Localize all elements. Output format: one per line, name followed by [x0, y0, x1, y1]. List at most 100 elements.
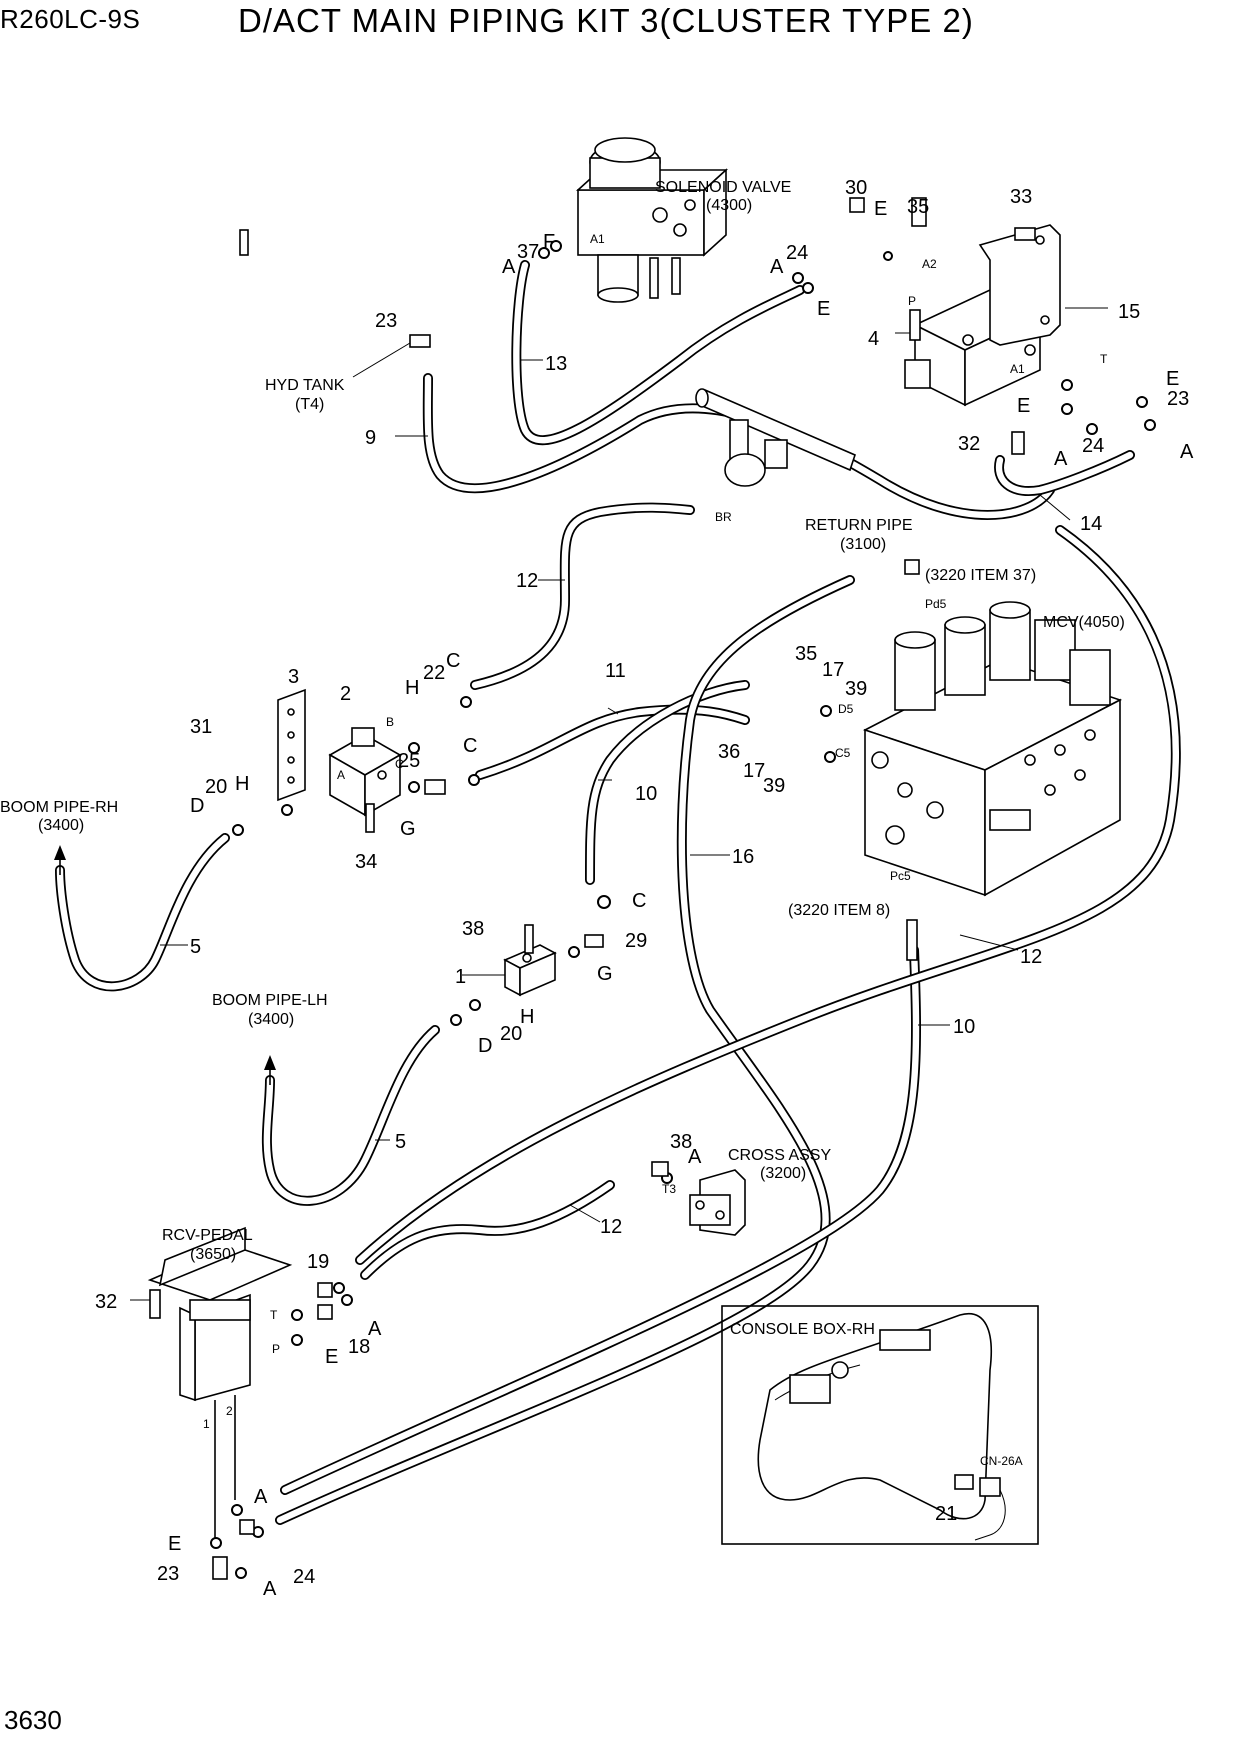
- fittings: [149, 197, 1156, 1580]
- callout-25: 25: [398, 750, 420, 772]
- callout-35-bottom: 36: [718, 741, 740, 763]
- letter-c-3: C: [632, 890, 646, 912]
- label-boom-pipe-rh: BOOM PIPE-RH: [0, 799, 118, 816]
- hose-12: [275, 575, 855, 1525]
- cross-assy: [689, 1169, 746, 1236]
- hose-13: [355, 525, 1181, 1265]
- callout-18: 18: [348, 1336, 370, 1358]
- letter-a-7: A: [254, 1486, 268, 1508]
- label-boom-pipe-rh-ref: (3400): [38, 817, 84, 834]
- label-return-pipe: RETURN PIPE: [805, 517, 913, 534]
- label-cn-26a: CN-26A: [980, 1454, 1023, 1468]
- callout-2: 2: [340, 683, 351, 705]
- callout-17-top: 17: [822, 659, 844, 681]
- port-1: 1: [203, 1417, 210, 1431]
- label-mcv: MCV(4050): [1043, 614, 1125, 631]
- letter-e-4: E: [1017, 395, 1030, 417]
- port-t3: T3: [662, 1182, 676, 1196]
- label-solenoid-valve: SOLENOID VALVE: [655, 179, 791, 196]
- callout-4: 4: [868, 328, 879, 350]
- label-boom-pipe-lh-ref: (3400): [248, 1011, 294, 1028]
- label-3220-item-37: (3220 ITEM 37): [925, 567, 1036, 584]
- page-number: 3630: [4, 1705, 62, 1735]
- label-cross-assy: CROSS ASSY: [728, 1147, 831, 1164]
- callout-32: 33: [1010, 186, 1032, 208]
- callout-13: 12: [1020, 946, 1042, 968]
- letter-e-5: E: [325, 1346, 338, 1368]
- letter-a-6: A: [368, 1318, 382, 1340]
- callout-31: 32: [95, 1291, 117, 1313]
- letter-d-1: D: [190, 795, 204, 817]
- callout-5-upper: 5: [190, 936, 201, 958]
- hoses: [55, 260, 1181, 1525]
- hose-9: [360, 1180, 615, 1280]
- letter-f: F: [543, 231, 555, 253]
- callout-36: 38: [462, 918, 484, 940]
- port-a1-block: A1: [1010, 362, 1025, 376]
- callout-24-right: 24: [1082, 435, 1104, 457]
- callout-27: 29: [625, 930, 647, 952]
- callout-20-top: 20: [205, 776, 227, 798]
- label-3220-item-8: (3220 ITEM 8): [788, 902, 890, 919]
- hose-14: [511, 260, 805, 446]
- callout-23-top: 23: [1167, 388, 1189, 410]
- callout-10: 9: [365, 427, 376, 449]
- letter-e-6: E: [168, 1533, 181, 1555]
- hose-11: [280, 945, 921, 1495]
- port-a2: A2: [922, 257, 937, 271]
- letter-h-1: H: [405, 677, 419, 699]
- label-return-pipe-ref: (3100): [840, 536, 886, 553]
- letter-a-2: A: [770, 256, 784, 278]
- return-pipe: [695, 388, 856, 487]
- port-br: BR: [715, 510, 732, 524]
- letter-e-2: E: [817, 298, 830, 320]
- callout-6: 10: [635, 783, 657, 805]
- label-console-box: CONSOLE BOX-RH: [730, 1321, 875, 1338]
- callout-17-bottom: 17: [743, 760, 765, 782]
- callout-20-bottom: 20: [500, 1023, 522, 1045]
- port-t-pedal: T: [270, 1308, 278, 1322]
- callout-8: 12: [516, 570, 538, 592]
- letter-g-2: G: [597, 963, 613, 985]
- rcv-pedal: [147, 1226, 293, 1402]
- hose-7: [475, 704, 750, 780]
- component-labels: SOLENOID VALVE (4300) HYD TANK (T4) RETU…: [0, 179, 1125, 1468]
- letter-a-3: A: [1054, 448, 1068, 470]
- label-hyd-tank-ref: (T4): [295, 396, 324, 413]
- callout-24-top: 24: [786, 242, 808, 264]
- callout-5-lower: 5: [395, 1131, 406, 1153]
- port-a-plate: A: [337, 768, 345, 782]
- callout-29: 31: [190, 716, 212, 738]
- callout-30: 32: [958, 433, 980, 455]
- hose-10: [422, 373, 1055, 520]
- callout-12: 16: [732, 846, 754, 868]
- callout-16: 15: [1118, 301, 1140, 323]
- callout-21: 21: [935, 1503, 957, 1525]
- callout-3: 3: [288, 666, 299, 688]
- callout-33: 34: [355, 851, 377, 873]
- pedal-lines: [214, 1395, 236, 1545]
- port-c5: C5: [835, 746, 851, 760]
- label-solenoid-valve-ref: (4300): [706, 197, 752, 214]
- port-d5: D5: [838, 702, 854, 716]
- callout-7: 11: [605, 660, 626, 682]
- callout-37: 37: [517, 241, 539, 263]
- letter-c-2: C: [463, 735, 477, 757]
- callout-26: 23: [375, 310, 397, 332]
- callout-14: 13: [545, 353, 567, 375]
- letter-a-1: A: [502, 256, 516, 278]
- hose-5-lower: [261, 1025, 440, 1206]
- callout-11: 10: [953, 1016, 975, 1038]
- letter-e-3: E: [1166, 368, 1179, 390]
- callout-28: 30: [845, 177, 867, 199]
- port-c: C: [395, 757, 404, 771]
- callout-24-bottom: 24: [293, 1566, 315, 1588]
- letter-a-5: A: [688, 1146, 702, 1168]
- callout-19: 19: [307, 1251, 329, 1273]
- port-p-block: P: [908, 294, 916, 308]
- letter-c-1: C: [446, 650, 460, 672]
- hose-8: [470, 502, 695, 690]
- solenoid-valve: [575, 137, 729, 303]
- letter-g-1: G: [400, 818, 416, 840]
